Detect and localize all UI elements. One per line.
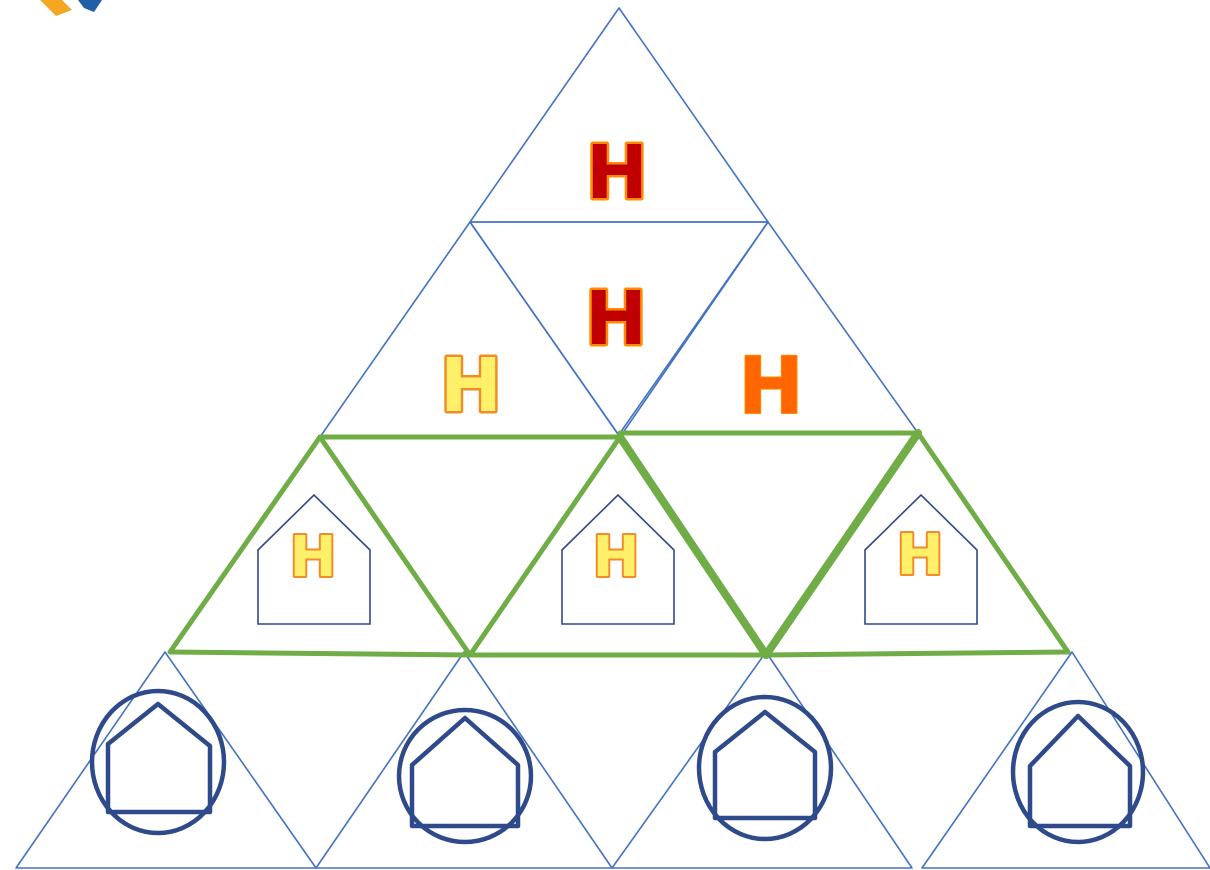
triangle-bottom-4	[921, 651, 1210, 869]
mid-left-house-h-label: H	[290, 525, 337, 590]
house-icon-right	[864, 493, 978, 625]
mid-center-house-h-label: H	[593, 525, 640, 590]
green-bold-edge-1	[616, 433, 770, 659]
mid-right-house-h-label: H	[897, 523, 944, 588]
circled-house-icon-4	[1010, 699, 1146, 845]
circled-house-icons	[89, 688, 1146, 845]
logo-blue-swoosh	[78, 0, 102, 12]
triangle-bottom-3	[611, 651, 913, 869]
circled-house-icon-3	[696, 694, 834, 842]
logo-orange-swoosh	[40, 0, 72, 16]
highlight-row	[167, 429, 1071, 659]
triangle-grid	[15, 7, 1210, 869]
upper-left-h-label: H	[440, 343, 502, 429]
upper-center-h-label: H	[585, 276, 647, 362]
house-icon-left	[257, 493, 371, 625]
house-icons-row	[257, 493, 978, 625]
house-icon-center	[561, 493, 675, 625]
triangle-row2-center-inverted	[469, 221, 769, 438]
upper-right-h-label: H	[738, 342, 803, 432]
circled-house-icon-1	[89, 688, 227, 836]
top-h-label: H	[586, 130, 648, 216]
h-glyphs: H H H H H H H	[288, 128, 946, 593]
green-triangle-left	[167, 434, 473, 658]
green-bold-edge-2	[762, 429, 922, 659]
circled-house-icon-2	[396, 707, 534, 845]
triangle-bottom-1	[15, 651, 317, 869]
corner-logo-icon	[40, 0, 102, 16]
triangle-bottom-2	[315, 651, 613, 869]
